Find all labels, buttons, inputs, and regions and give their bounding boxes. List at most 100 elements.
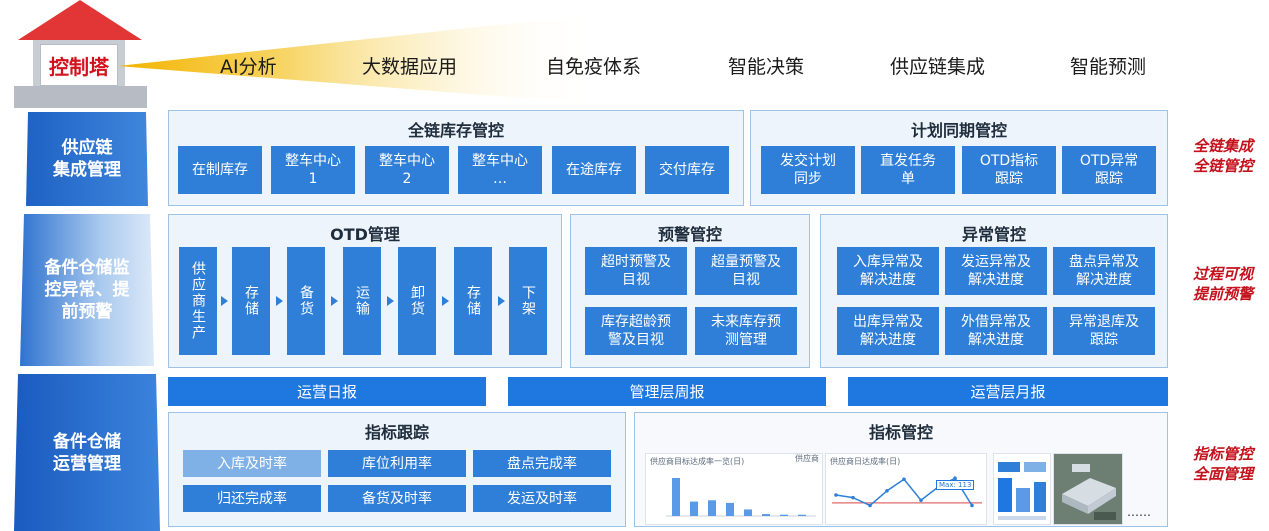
thumb-line-point [953,476,957,480]
thumb-bar [690,501,698,516]
left-block-warehouse-ops: 备件仓储 运营管理 [53,431,121,474]
thumb-line-marker: Max: 113 [936,480,975,490]
exception-item-loan[interactable]: 外借异常及 解决进度 [945,307,1047,355]
light-beam [118,14,598,104]
otd-step-storage-2[interactable]: 存储 [454,247,492,355]
otd-step-supplier[interactable]: 供应商生产 [179,247,217,355]
otd-step-transport[interactable]: 运输 [343,247,381,355]
arrow-icon [387,296,394,306]
kpi-inbound-timeliness[interactable]: 入库及时率 [183,450,321,477]
plan-item-direct-task[interactable]: 直发任务 单 [861,146,955,194]
thumb-bar [744,509,752,516]
inventory-item-vehicle-center-more[interactable]: 整车中心 … [458,146,542,194]
kpi-location-utilization[interactable]: 库位利用率 [328,450,466,477]
tower-roof [18,0,142,40]
thumb-bar-svg [666,478,816,517]
thumb-bar [762,514,770,516]
kpi-thumb-line-chart: 供应商日达成率(日) Max: 113 [825,453,987,525]
thumb-header-label: 供应商 [795,454,819,463]
report-monthly[interactable]: 运营层月报 [848,377,1168,406]
otd-step-storage[interactable]: 存储 [232,247,270,355]
thumb-line-point [834,493,838,497]
arrow-icon [276,296,283,306]
warning-item-forecast[interactable]: 未来库存预 测管理 [695,307,797,355]
inventory-panel-title: 全链库存管控 [407,121,504,140]
exception-item-inventory-count[interactable]: 盘点异常及 解决进度 [1053,247,1155,295]
kpi-tracking-panel: 指标跟踪 入库及时率 库位利用率 盘点完成率 归还完成率 备货及时率 发运及时率 [168,412,626,527]
arrow-icon [331,296,338,306]
warning-item-timeout[interactable]: 超时预警及 目视 [585,247,687,295]
thumb-bar [798,514,806,516]
thumb-dashboard-svg [998,462,1046,520]
thumb-line-point [868,503,872,508]
warning-panel-title: 预警管控 [657,225,722,244]
left-column-shapes [14,112,160,531]
plan-panel: 计划同期管控 发交计划 同步 直发任务 单 OTD指标 跟踪 OTD异常 跟踪 [750,110,1168,206]
arrow-icon [498,296,505,306]
header-item-supply: 供应链集成 [890,56,986,78]
left-block-supply-chain: 供应链 集成管理 [53,138,121,180]
exception-item-outbound[interactable]: 出库异常及 解决进度 [837,307,939,355]
kpi-control-ellipsis: …… [1127,505,1151,519]
thumb-line-point [851,495,855,500]
plan-item-otd-tracking[interactable]: OTD指标 跟踪 [962,146,1056,194]
plan-item-otd-exception[interactable]: OTD异常 跟踪 [1062,146,1156,194]
exception-item-shipping[interactable]: 发运异常及 解决进度 [945,247,1047,295]
plan-item-dispatch-sync[interactable]: 发交计划 同步 [761,146,855,194]
otd-step-picking[interactable]: 备货 [287,247,325,355]
thumb-line-point [970,503,974,508]
thumb-warehouse-svg [1054,454,1122,524]
inventory-item-in-transit[interactable]: 在途库存 [552,146,636,194]
otd-step-unloading[interactable]: 卸货 [398,247,436,355]
thumb-line-point [885,489,889,493]
control-tower-label: 控制塔 [40,44,118,86]
kpi-shipping-timeliness[interactable]: 发运及时率 [473,485,611,512]
inventory-panel: 全链库存管控 在制库存 整车中心 1 整车中心 2 整车中心 … 在途库存 交付… [168,110,744,206]
report-daily[interactable]: 运营日报 [168,377,486,406]
right-label-visibility: 过程可视 提前预警 [1192,265,1253,303]
header-item-ai: AI分析 [220,56,277,78]
arrow-icon [221,296,228,306]
kpi-count-completion[interactable]: 盘点完成率 [473,450,611,477]
thumb-line-point [902,477,906,482]
header-item-forecast: 智能预测 [1070,56,1147,78]
thumb-bar [708,500,716,516]
plan-panel-title: 计划同期管控 [910,121,1007,140]
inventory-item-in-production[interactable]: 在制库存 [178,146,262,194]
exception-panel: 异常管控 入库异常及 解决进度 发运异常及 解决进度 盘点异常及 解决进度 出库… [820,214,1168,368]
kpi-thumb-warehouse-image [1053,453,1123,525]
report-weekly[interactable]: 管理层周报 [508,377,826,406]
otd-panel-title: OTD管理 [330,225,400,244]
exception-panel-title: 异常管控 [961,225,1026,244]
tower-base [14,86,147,108]
warning-panel: 预警管控 超时预警及 目视 超量预警及 目视 库存超龄预 警及目视 未来库存预 … [570,214,810,368]
inventory-item-vehicle-center-2[interactable]: 整车中心 2 [365,146,449,194]
thumb-bar [672,478,680,516]
kpi-control-panel: 指标管控 供应商目标达成率一览(日) 供应商 供应商日达成率(日) Max: 1… [634,412,1168,527]
inventory-item-vehicle-center-1[interactable]: 整车中心 1 [271,146,355,194]
kpi-tracking-title: 指标跟踪 [364,423,429,442]
left-block-warehouse-monitor: 备件仓储监 控异常、提 前预警 [44,258,130,322]
kpi-control-title: 指标管控 [868,423,933,442]
warning-item-aging[interactable]: 库存超龄预 警及目视 [585,307,687,355]
inventory-item-delivery[interactable]: 交付库存 [645,146,729,194]
thumb-bar [780,514,788,516]
arrow-icon [442,296,449,306]
thumb-line-point [919,498,923,503]
exception-item-inbound[interactable]: 入库异常及 解决进度 [837,247,939,295]
kpi-thumb-dashboard [993,453,1051,525]
warning-item-overstock[interactable]: 超量预警及 目视 [695,247,797,295]
otd-panel: OTD管理 供应商生产 存储 备货 运输 卸货 存储 下架 [168,214,562,368]
otd-step-removal[interactable]: 下架 [509,247,547,355]
kpi-return-completion[interactable]: 归还完成率 [183,485,321,512]
header-item-immune: 自免疫体系 [546,56,642,78]
header-item-bigdata: 大数据应用 [362,56,458,78]
thumb-line-caption: 供应商日达成率(日) [830,457,901,466]
header-item-decision: 智能决策 [728,56,805,78]
thumb-bar-caption: 供应商目标达成率一览(日) [650,457,745,466]
kpi-picking-timeliness[interactable]: 备货及时率 [328,485,466,512]
thumb-bar [726,502,734,516]
exception-item-return[interactable]: 异常退库及 跟踪 [1053,307,1155,355]
kpi-thumb-bar-chart: 供应商目标达成率一览(日) [645,453,823,525]
right-label-kpi: 指标管控 全面管理 [1192,445,1253,483]
